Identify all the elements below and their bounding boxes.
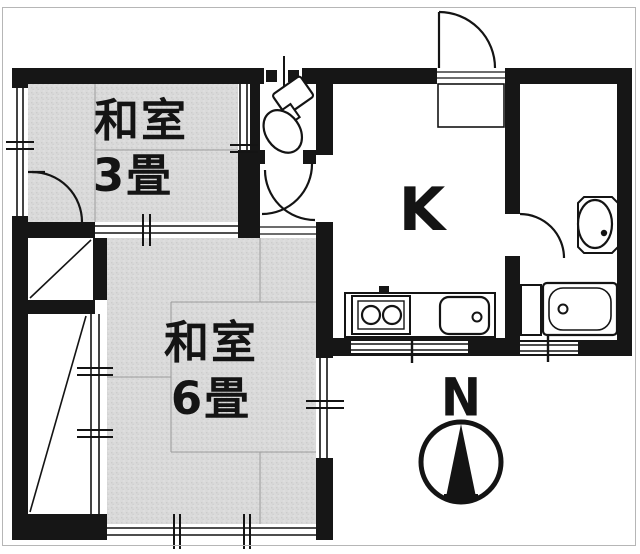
room-6mat-name-label: 和室 [163, 316, 258, 369]
room-washitsu-3mat [28, 84, 238, 222]
sliding-door-room-divider [95, 214, 238, 246]
compass-icon [418, 419, 504, 505]
doors [28, 10, 566, 259]
toilet-icon [262, 75, 315, 154]
room-washitsu-6mat [107, 238, 316, 524]
closet-tall-diagonal [29, 315, 87, 513]
wall-toilet-right [316, 84, 333, 155]
toilet-door [261, 163, 314, 216]
wall-kitchen-washroom-lower [505, 256, 520, 356]
wall-right [617, 68, 632, 356]
hall-kitchen-door [263, 169, 316, 222]
threshold-entrance [437, 68, 505, 84]
window-left [6, 88, 34, 216]
room-6mat-size-label: 6畳 [170, 372, 252, 425]
closet-small-diagonal [29, 239, 92, 299]
washroom-door [519, 212, 566, 259]
wall-toilet-left [250, 84, 260, 150]
windows [6, 56, 578, 549]
room-3mat-door [28, 170, 84, 223]
room-3mat-name-label: 和室 [93, 94, 188, 147]
washbasin-icon [576, 196, 619, 254]
wall-6mat-right-upper [316, 222, 333, 358]
wall-closet-divider [24, 300, 95, 314]
window-bottom [107, 514, 316, 549]
wall-toilet-door-stub-left [250, 150, 265, 164]
window-washroom [520, 333, 578, 362]
threshold-hall [260, 226, 316, 235]
wall-room-divider-left [24, 222, 95, 238]
wall-bottom-left [12, 514, 107, 540]
window-6mat-east [306, 358, 344, 458]
closets [29, 239, 92, 513]
wall-closet-right [93, 238, 107, 300]
kitchen-label: K [398, 175, 446, 245]
window-kitchen [351, 331, 468, 363]
stove-icon [351, 286, 411, 335]
kitchen-counter [344, 286, 496, 338]
entrance-door [437, 10, 505, 128]
bathtub-icon [520, 281, 619, 337]
room-3mat-size-label: 3畳 [92, 149, 174, 202]
wall-6mat-right-lower [316, 458, 333, 540]
wall-toilet-door-stub-right [303, 150, 316, 164]
partition-3mat-toilet [230, 84, 258, 153]
compass-north-label: N [440, 367, 482, 429]
kitchen-sink-icon [438, 295, 491, 336]
wall-top-left [12, 68, 437, 84]
wall-hall-left [238, 150, 260, 238]
sliding-door-closet [77, 314, 113, 514]
wall-top-right [505, 68, 632, 84]
wall-kitchen-washroom-upper [505, 84, 520, 214]
